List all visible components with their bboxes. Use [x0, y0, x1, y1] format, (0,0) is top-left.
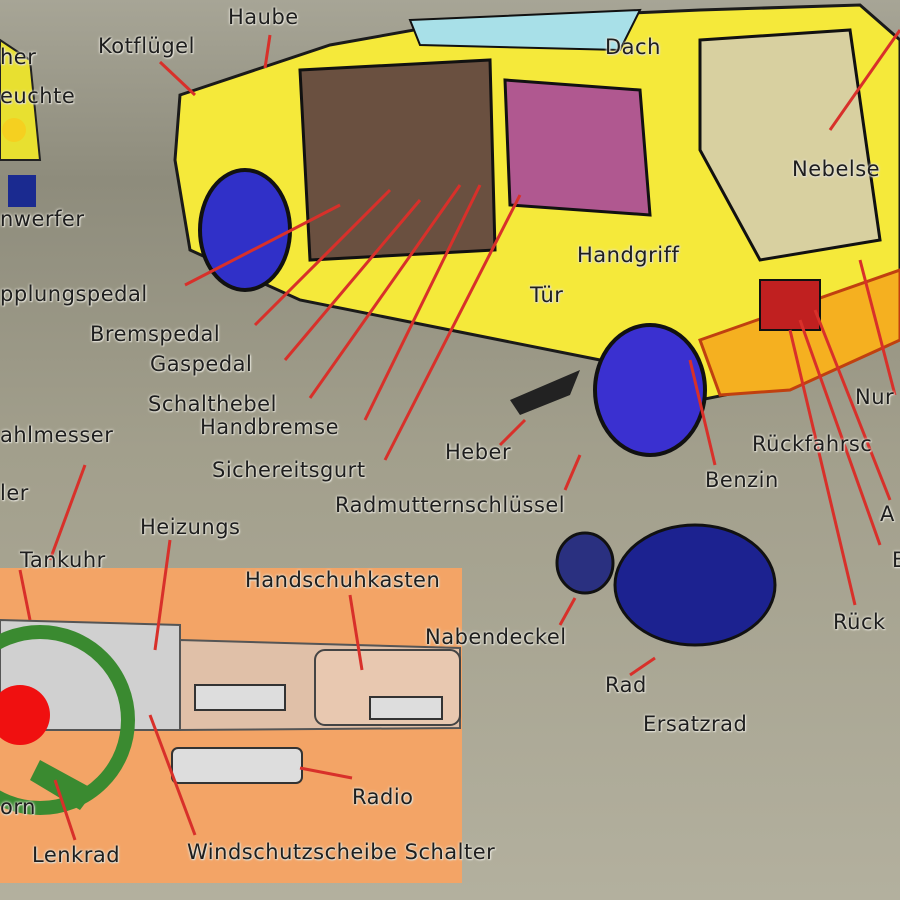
label-tankuhr: Tankuhr — [20, 548, 106, 572]
label-handbremse: Handbremse — [200, 415, 340, 439]
label-handgriff: Handgriff — [577, 243, 680, 267]
label-windschutzscheibe-schalter: Windschutzscheibe Schalter — [187, 840, 496, 864]
label-schalthebel: Schalthebel — [148, 392, 277, 416]
label-gaspedal: Gaspedal — [150, 352, 253, 376]
label-horn: orn — [0, 795, 36, 819]
label-heber: Heber — [445, 440, 512, 464]
label-a: A — [880, 502, 895, 526]
pointer-lines — [18, 29, 900, 841]
label-scheinwerfer: nwerfer — [0, 207, 85, 231]
label-handschuhkasten: Handschuhkasten — [245, 568, 441, 592]
jack — [510, 370, 580, 415]
label-tacho-partial: ler — [0, 481, 29, 505]
label-radmutternschluessel: Radmutternschlüssel — [335, 493, 566, 517]
dashboard — [0, 568, 462, 883]
label-b: B — [892, 548, 900, 572]
label-nummernschild: Nur — [855, 385, 895, 409]
label-rueck: Rück — [833, 610, 886, 634]
label-bremspedal: Bremspedal — [90, 322, 221, 346]
label-sicherheitsgurt: Sichereitsgurt — [212, 458, 366, 482]
label-haube: Haube — [228, 5, 299, 29]
label-rad: Rad — [605, 673, 647, 697]
front-car-icon — [0, 38, 42, 207]
label-leuchte-partial: euchte — [0, 84, 76, 108]
label-tuer: Tür — [530, 283, 564, 307]
label-rueckfahrscheinwerfer: Rückfahrsc — [752, 432, 873, 456]
label-scheinwerfer-partial: her — [0, 45, 37, 69]
label-nabendeckel: Nabendeckel — [425, 625, 567, 649]
label-kotfluegel: Kotflügel — [98, 34, 195, 58]
label-heizungs: Heizungs — [140, 515, 241, 539]
label-benzin: Benzin — [705, 468, 779, 492]
label-nebelse: Nebelse — [792, 157, 881, 181]
label-ersatzrad: Ersatzrad — [643, 712, 748, 736]
label-lenkrad: Lenkrad — [32, 843, 121, 867]
label-dach: Dach — [605, 35, 661, 59]
label-radio: Radio — [352, 785, 414, 809]
wheels — [198, 168, 777, 647]
label-kupplungspedal: pplungspedal — [0, 282, 148, 306]
label-drehzahlmesser: ahlmesser — [0, 423, 114, 447]
